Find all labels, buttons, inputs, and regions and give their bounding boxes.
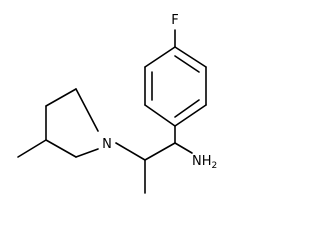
piperidine-ring xyxy=(45,88,99,158)
ring-bond xyxy=(45,88,77,107)
amine-subscript: 2 xyxy=(212,161,218,171)
ring-bond xyxy=(45,139,77,158)
ring-bond xyxy=(144,104,176,127)
ring-bond xyxy=(144,46,176,68)
molecule-structure: F NH2 N xyxy=(17,13,217,194)
amine-atom-label: NH2 xyxy=(192,154,217,171)
nitrogen-atom-label: N xyxy=(102,137,112,152)
ch-to-nitrogen-bond xyxy=(115,142,146,161)
ring-bond xyxy=(75,88,99,132)
fluorophenyl-ring xyxy=(144,46,207,127)
ring-methyl-bond xyxy=(17,139,47,158)
amine-nh-text: NH xyxy=(192,154,212,169)
ring-bond xyxy=(174,104,207,127)
ring-double-bond xyxy=(174,99,200,118)
molecule-drawing: F NH2 N xyxy=(17,13,217,194)
ch-to-nh2-bond xyxy=(174,142,193,154)
ring-bond xyxy=(75,148,99,158)
ring-double-bond xyxy=(174,55,200,73)
fluorine-atom-label: F xyxy=(171,13,178,28)
ch-to-ch-bond xyxy=(144,142,176,161)
ring-bond xyxy=(174,46,207,68)
